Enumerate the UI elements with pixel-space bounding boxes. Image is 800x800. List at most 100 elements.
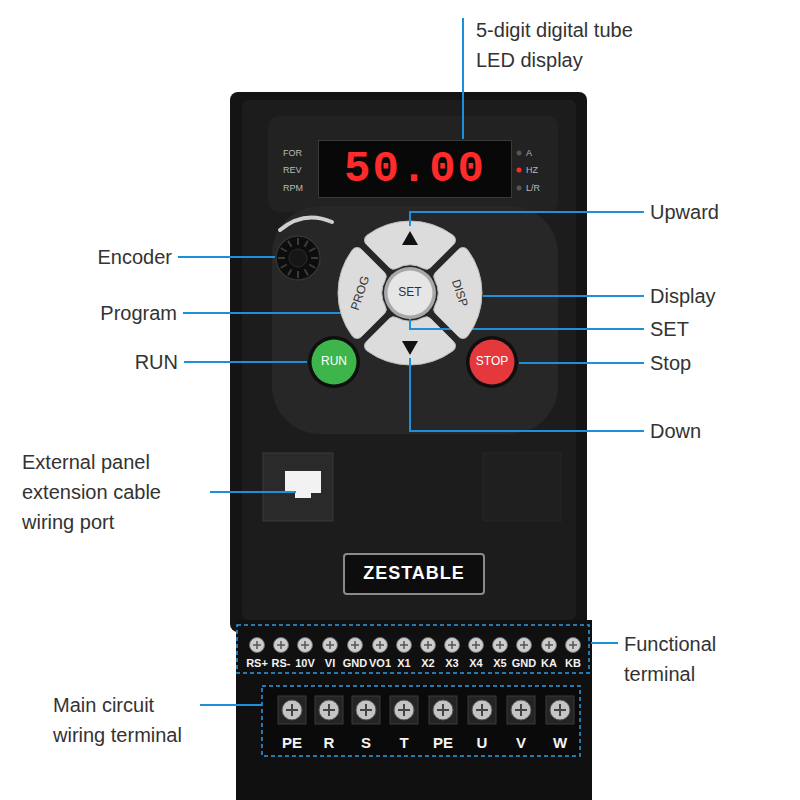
indicator-label: HZ — [526, 165, 538, 176]
terminal-label: VI — [325, 657, 335, 670]
terminal-label: GND — [343, 657, 367, 670]
screw-head — [421, 638, 436, 653]
screw-slot — [515, 704, 527, 716]
knob-ridge — [305, 241, 309, 247]
leader-line — [210, 491, 296, 493]
power-terminal-screw — [390, 696, 418, 724]
button-face — [470, 340, 515, 385]
knob-ridge — [278, 257, 285, 259]
callout-label: External panel extension cable wiring po… — [22, 447, 197, 537]
screw-head — [250, 638, 265, 653]
screw-housing — [507, 696, 535, 724]
screw-head — [445, 638, 460, 653]
knob-ridge — [288, 269, 292, 275]
down-arrow-symbol — [402, 341, 418, 355]
button-rim — [308, 336, 360, 388]
screw-head — [566, 638, 581, 653]
screw-head — [319, 700, 339, 720]
keypad-panel — [272, 206, 558, 434]
terminal-label: 10V — [295, 657, 315, 670]
screw-slot — [301, 641, 309, 649]
screw-head — [397, 638, 412, 653]
knob-center — [289, 249, 307, 267]
power-terminal-screw — [546, 696, 574, 724]
leader-line — [200, 704, 262, 706]
terminal-screw — [348, 638, 363, 653]
key-face — [434, 248, 482, 339]
screw-head — [394, 700, 414, 720]
power-terminal-screw — [278, 696, 306, 724]
screw-slot — [326, 641, 334, 649]
terminal-label: R — [324, 734, 335, 752]
terminal-screw — [397, 638, 412, 653]
button-face — [312, 340, 357, 385]
indicator-dot — [517, 168, 522, 173]
terminal-screw — [469, 638, 484, 653]
knob-ridge — [297, 238, 299, 245]
button-label: SET — [398, 286, 421, 299]
screw-slot — [277, 641, 285, 649]
screw-slot — [253, 641, 261, 649]
terminal-screw — [373, 638, 388, 653]
screw-slot — [448, 641, 456, 649]
terminal-label: X3 — [445, 657, 458, 670]
indicator-dot — [517, 151, 522, 156]
terminal-label: U — [477, 734, 488, 752]
indicator-label: REV — [283, 165, 302, 176]
screw-housing — [468, 696, 496, 724]
extension-port — [263, 453, 333, 521]
main-terminal-block — [262, 686, 580, 756]
indicator-label: L/R — [526, 183, 540, 194]
leader-line — [410, 358, 644, 431]
terminal-label: W — [553, 734, 567, 752]
key-face — [338, 248, 386, 339]
leader-lines — [178, 18, 644, 705]
terminal-housing — [236, 620, 592, 800]
terminal-label: RS- — [272, 657, 291, 670]
callout-label: Stop — [650, 351, 691, 375]
screw-slot — [286, 704, 298, 716]
terminal-label: T — [399, 734, 408, 752]
screw-head — [469, 638, 484, 653]
button-label: RUN — [321, 355, 347, 368]
screw-head — [517, 638, 532, 653]
terminal-label: V — [516, 734, 526, 752]
leader-line — [410, 212, 644, 226]
terminal-screw — [298, 638, 313, 653]
terminal-label: X5 — [493, 657, 506, 670]
callout-label: 5-digit digital tube LED display — [476, 15, 656, 75]
knob-ridge — [281, 248, 287, 252]
terminal-screw — [323, 638, 338, 653]
terminal-label: KB — [565, 657, 581, 670]
terminal-screws — [250, 638, 581, 725]
terminal-label: X4 — [469, 657, 482, 670]
callout-label: Display — [650, 284, 716, 308]
screw-slot — [520, 641, 528, 649]
led-display: 50.00 — [318, 140, 512, 198]
display-readout: 50.00 — [344, 147, 486, 191]
knob-ridge — [297, 271, 299, 278]
screw-slot — [376, 641, 384, 649]
callout-label: RUN — [135, 350, 178, 374]
indicator-label: FOR — [283, 148, 302, 159]
screw-head — [298, 638, 313, 653]
screw-head — [282, 700, 302, 720]
screw-slot — [545, 641, 553, 649]
screw-housing — [546, 696, 574, 724]
screw-housing — [278, 696, 306, 724]
callout-label: Main circuit wiring terminal — [53, 690, 203, 750]
stop-button: STOP — [466, 336, 518, 388]
screw-slot — [351, 641, 359, 649]
screw-head — [323, 638, 338, 653]
knob-body — [276, 236, 320, 280]
terminal-screw — [493, 638, 508, 653]
set-button: SET — [384, 267, 436, 319]
terminal-label: RS+ — [246, 657, 268, 670]
screw-slot — [400, 641, 408, 649]
terminal-screw — [274, 638, 289, 653]
port-socket — [295, 492, 311, 498]
screw-head — [542, 638, 557, 653]
display-button: DISP — [429, 241, 482, 345]
brand-badge: ZESTABLE — [343, 553, 485, 595]
